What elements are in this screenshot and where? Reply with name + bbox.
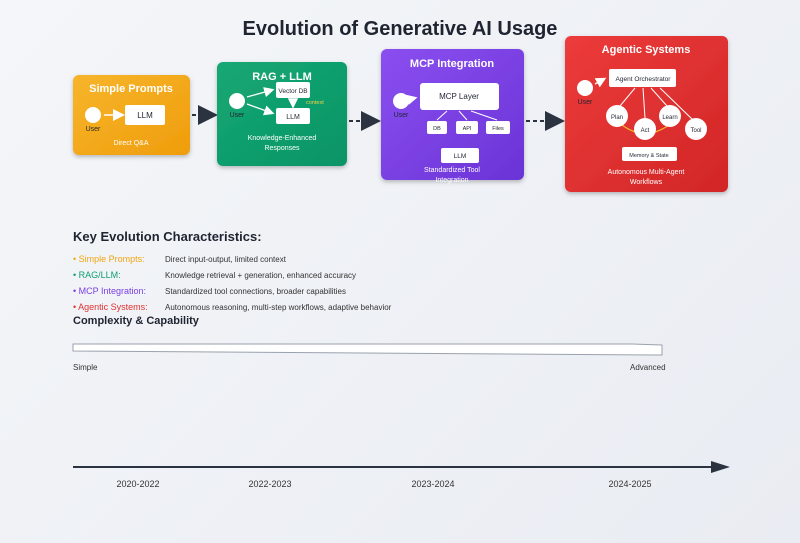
legend-item-agentic: • Agentic Systems: Autonomous reasoning,… (73, 299, 391, 315)
plan-label: Plan (611, 115, 623, 121)
stage-agentic-title: Agentic Systems (602, 44, 691, 56)
user-icon (229, 93, 245, 109)
legend-name: • RAG/LLM: (73, 270, 121, 280)
user-label: User (394, 112, 409, 119)
stage-simple-prompts: Simple Prompts User LLM Direct Q&A (73, 75, 190, 155)
timeline-arrowhead (711, 461, 730, 473)
stage-agentic-systems: Agentic Systems User Agent Orchestrator … (565, 36, 728, 192)
orchestrator-label: Agent Orchestrator (616, 76, 672, 83)
legend-item-rag: • RAG/LLM: Knowledge retrieval + generat… (73, 267, 391, 283)
vector-db-label: Vector DB (278, 88, 307, 95)
legend-item-simple: • Simple Prompts: Direct input-output, l… (73, 251, 391, 267)
tool-label: Tool (690, 128, 701, 134)
files-label: Files (492, 126, 504, 132)
context-label: context (306, 100, 324, 106)
legend-name: • MCP Integration: (73, 286, 147, 296)
stage-mcp-integration: MCP Integration User MCP Layer DB API Fi… (381, 49, 524, 184)
mcp-layer-box (420, 83, 499, 110)
complexity-bar (72, 343, 663, 356)
learn-label: Learn (662, 115, 677, 121)
user-icon (393, 93, 409, 109)
act-node (634, 118, 656, 140)
files-box (486, 121, 510, 134)
api-box (456, 121, 478, 134)
learn-node (659, 105, 681, 127)
stage-rag-caption-1: Knowledge-Enhanced (248, 135, 317, 142)
db-box (427, 121, 447, 134)
memory-state-label: Memory & State (629, 153, 668, 159)
user-icon (85, 107, 101, 123)
llm-label: LLM (286, 114, 300, 121)
stage-agentic-caption-2: Workflows (630, 179, 663, 186)
llm-box (441, 148, 479, 163)
stage-agentic-caption-1: Autonomous Multi-Agent (608, 169, 685, 176)
plan-node (606, 105, 628, 127)
orchestrator-box (609, 69, 676, 87)
stage-mcp-caption-1: Standardized Tool (424, 167, 480, 174)
llm-box (125, 105, 165, 125)
llm-label: LLM (454, 153, 467, 160)
stage-rag-title: RAG + LLM (252, 71, 312, 83)
stage-rag-caption-2: Responses (264, 145, 300, 152)
stage-simple-caption: Direct Q&A (113, 140, 148, 147)
tool-node (685, 118, 707, 140)
legend-name: • Agentic Systems: (73, 302, 148, 312)
complexity-low-label: Simple (73, 363, 98, 372)
user-label: User (578, 99, 593, 106)
timeline-year: 2020-2022 (116, 479, 160, 489)
user-label: User (230, 112, 245, 119)
user-icon (577, 80, 593, 96)
llm-label: LLM (137, 111, 153, 120)
legend-desc: Autonomous reasoning, multi-step workflo… (165, 302, 392, 312)
stage-simple-title: Simple Prompts (89, 83, 173, 95)
page-title: Evolution of Generative AI Usage (242, 18, 558, 40)
mcp-layer-label: MCP Layer (439, 92, 479, 101)
vector-db-box (276, 82, 310, 98)
legend-desc: Standardized tool connections, broader c… (165, 286, 347, 296)
timeline-year: 2023-2024 (411, 479, 455, 489)
llm-box (276, 108, 310, 124)
stage-rag-llm: RAG + LLM User Vector DB context LLM Kno… (217, 62, 347, 166)
db-label: DB (433, 126, 441, 132)
user-label: User (86, 126, 101, 133)
stage-mcp-caption-2: Integration (435, 177, 468, 184)
stage-mcp-title: MCP Integration (410, 58, 494, 70)
legend-name: • Simple Prompts: (73, 254, 145, 264)
timeline-year: 2022-2023 (248, 479, 292, 489)
act-label: Act (641, 128, 650, 134)
api-label: API (463, 126, 472, 132)
legend-item-mcp: • MCP Integration: Standardized tool con… (73, 283, 391, 299)
legend-desc: Direct input-output, limited context (165, 254, 286, 264)
complexity-title: Complexity & Capability (73, 315, 199, 327)
complexity-high-label: Advanced (630, 363, 666, 372)
timeline-year: 2024-2025 (608, 479, 652, 489)
legend: • Simple Prompts: Direct input-output, l… (73, 251, 391, 315)
legend-desc: Knowledge retrieval + generation, enhanc… (165, 270, 357, 280)
memory-state-box (622, 147, 677, 161)
legend-title: Key Evolution Characteristics: (73, 229, 262, 244)
